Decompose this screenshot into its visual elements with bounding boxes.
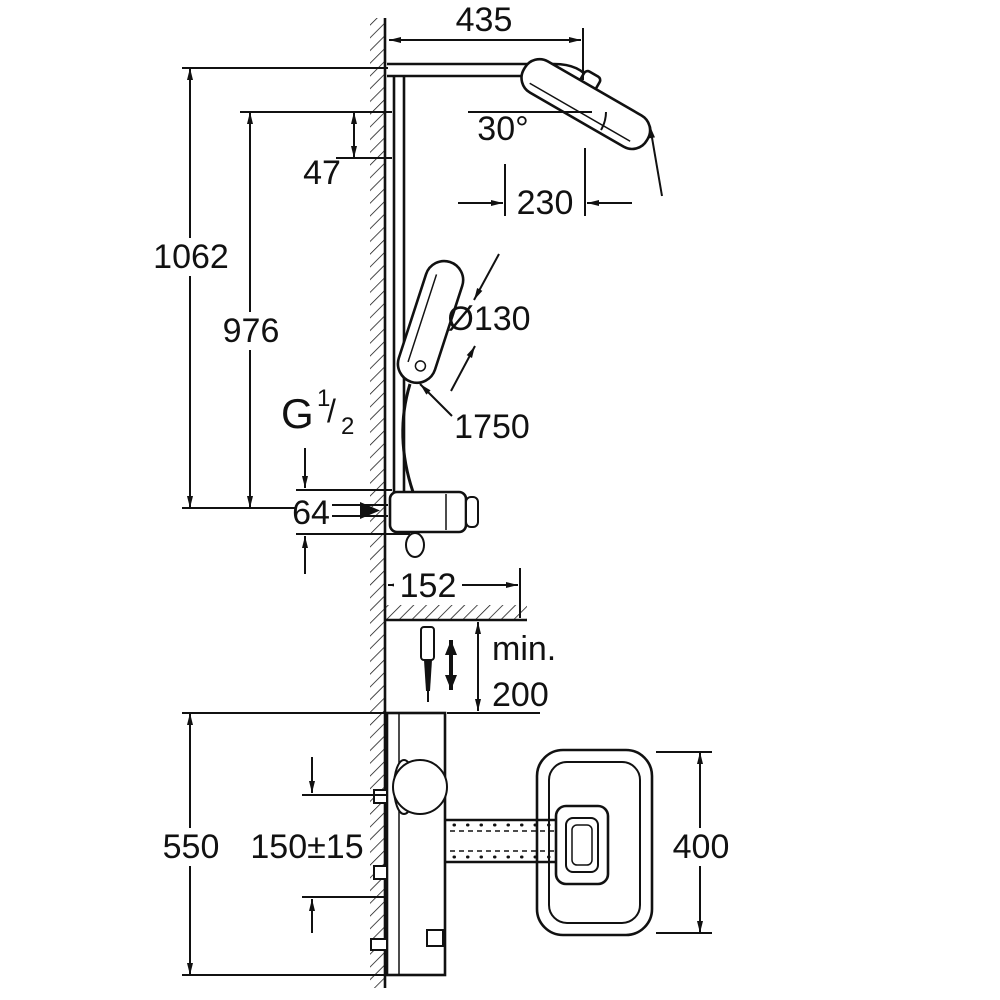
total-height-label: 1062 bbox=[153, 238, 229, 276]
dim-976: 976 bbox=[214, 111, 392, 508]
dim-min-200: min. 200 bbox=[447, 622, 556, 714]
wall-hatch-top bbox=[370, 18, 385, 620]
dim-arrow-lower bbox=[450, 345, 476, 392]
head-angle-label: 30° bbox=[477, 110, 528, 148]
dim-total-width-label: 435 bbox=[456, 1, 513, 39]
tub-inner bbox=[548, 761, 641, 924]
hose-outlet-fitting bbox=[405, 532, 425, 558]
dim-1062: 1062 bbox=[150, 67, 388, 509]
body-height-label: 550 bbox=[163, 828, 220, 866]
min-clearance-value-label: 200 bbox=[492, 676, 549, 714]
thread-slash-label: / bbox=[327, 393, 336, 429]
thread-size-callout: G 1 / 2 bbox=[281, 385, 354, 440]
dim-150: 150±15 bbox=[250, 757, 387, 933]
hand-shower-face-line bbox=[407, 274, 438, 363]
body-depth-label: 152 bbox=[400, 567, 457, 605]
shower-system-side-view bbox=[332, 57, 652, 558]
tub-width-label: 400 bbox=[673, 828, 730, 866]
tub-bracket bbox=[554, 804, 610, 886]
dim-435: 435 bbox=[389, 1, 584, 80]
screwdriver-handle bbox=[420, 626, 435, 661]
hand-shower-body bbox=[396, 259, 465, 385]
label-background bbox=[150, 238, 232, 276]
supply-spacing-label: 150±15 bbox=[250, 828, 363, 866]
thread-numerator-label: 1 bbox=[317, 385, 330, 412]
tub-arm bbox=[445, 818, 566, 864]
leader-line bbox=[419, 383, 453, 417]
ceiling-hatch bbox=[385, 605, 527, 620]
bottom-outlet bbox=[426, 929, 444, 947]
supply-connection-upper bbox=[373, 789, 388, 804]
mixer-body bbox=[388, 490, 468, 534]
min-clearance-word-label: min. bbox=[492, 630, 556, 668]
bracket-inner bbox=[565, 817, 599, 873]
dim-diameter-130: Ø130 bbox=[447, 253, 531, 392]
thermostat-mixer-side bbox=[388, 490, 479, 558]
thread-denominator-label: 2 bbox=[341, 413, 354, 440]
installation-view bbox=[370, 626, 654, 977]
screwdriver-blade bbox=[424, 660, 432, 691]
supply-connection-lower bbox=[373, 865, 388, 880]
handshower-diameter-label: Ø130 bbox=[447, 300, 530, 338]
dim-arrow-upper bbox=[473, 253, 500, 301]
dim-152: 152 bbox=[388, 566, 521, 618]
hand-shower-button bbox=[414, 360, 427, 372]
shower-hose bbox=[401, 383, 415, 493]
thread-g-label: G bbox=[281, 390, 314, 437]
dim-angle-30: 30° bbox=[468, 110, 663, 197]
dim-47: 47 bbox=[303, 112, 392, 192]
angle-arc bbox=[600, 111, 607, 131]
label-background bbox=[154, 828, 228, 866]
head-width-label: 230 bbox=[517, 184, 574, 222]
hose-length-label: 1750 bbox=[454, 408, 530, 446]
rail-height-label: 976 bbox=[223, 312, 280, 350]
outlet-offset-label: 64 bbox=[292, 494, 330, 532]
label-background bbox=[214, 312, 288, 350]
label-background bbox=[394, 566, 462, 604]
head-shower bbox=[520, 57, 652, 151]
label-background bbox=[664, 828, 738, 866]
volume-knob bbox=[392, 759, 448, 815]
bracket-detail bbox=[571, 824, 593, 866]
hand-shower bbox=[396, 259, 465, 385]
dim-550: 550 bbox=[154, 712, 387, 976]
bottom-dimensions: min. 200 550 150±15 400 bbox=[154, 622, 738, 976]
dim-400: 400 bbox=[656, 751, 738, 934]
arm-offset-label: 47 bbox=[303, 154, 341, 192]
top-dimensions: 435 30° 47 230 1062 bbox=[150, 1, 663, 618]
supply-flow bbox=[332, 502, 388, 519]
supply-arrow-icon bbox=[360, 502, 380, 519]
dim-1750: 1750 bbox=[419, 383, 530, 446]
mixer-knob bbox=[465, 496, 479, 528]
head-body bbox=[520, 57, 652, 151]
thermostat-mixer-front bbox=[370, 711, 448, 977]
dim-230: 230 bbox=[458, 148, 632, 222]
dim-64: 64 bbox=[292, 448, 410, 574]
head-leader-line bbox=[649, 125, 663, 197]
screwdriver-icon bbox=[420, 626, 435, 702]
wall-port bbox=[370, 938, 388, 951]
